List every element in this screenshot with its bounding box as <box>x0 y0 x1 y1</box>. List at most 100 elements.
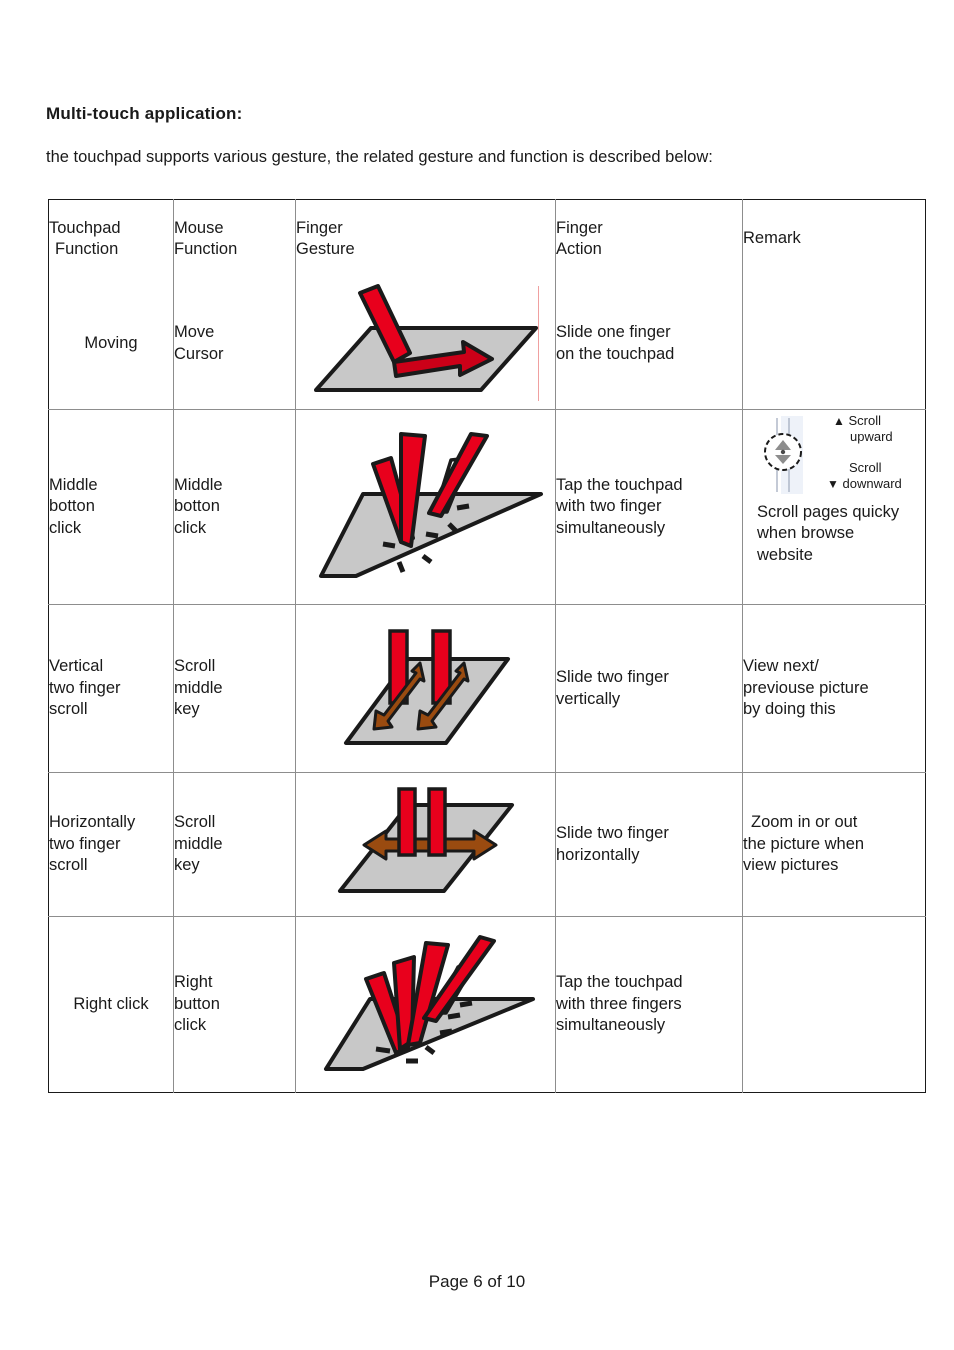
cell-touchpad-function: Right click <box>48 916 174 1093</box>
header-finger-action: Finger Action <box>555 199 743 278</box>
header-remark: Remark <box>743 229 801 248</box>
remark-line2: when browse <box>757 524 855 543</box>
page-footer: Page 6 of 10 <box>428 1272 526 1291</box>
finger-action-line3: simultaneously <box>556 518 666 537</box>
finger-action-line3: simultaneously <box>556 1016 666 1035</box>
cell-touchpad-function: Horizontally two finger scroll <box>48 772 174 917</box>
remark-line2: the picture when <box>743 834 865 853</box>
header-finger-gesture: Finger Gesture <box>295 199 556 278</box>
cell-remark: ▲ Scroll upward Scroll ▼ downward S <box>742 409 926 605</box>
header-mouse-function: Mouse Function <box>173 199 296 278</box>
triangle-up-icon: ▲ <box>833 414 845 428</box>
touchpad-function-line1: Vertical <box>49 657 104 676</box>
finger-action-line2: with three fingers <box>556 994 682 1013</box>
touchpad-function-line3: click <box>49 518 82 537</box>
touchpad-function-line2: botton <box>49 497 95 516</box>
cell-finger-action: Slide two finger vertically <box>555 604 743 773</box>
header-touchpad-function-line2: Function <box>55 240 119 258</box>
cell-remark: Zoom in or out the picture when view pic… <box>742 772 926 917</box>
cell-finger-gesture <box>295 278 556 410</box>
mouse-function-line2: Cursor <box>174 344 224 363</box>
remark-line3: website <box>757 545 813 564</box>
remark-line3: view pictures <box>743 856 839 875</box>
cell-finger-gesture <box>295 604 556 773</box>
mouse-function-line3: click <box>174 518 207 537</box>
cell-remark <box>743 917 926 1093</box>
finger-action-line2: with two finger <box>556 497 662 516</box>
finger-action-line1: Slide two finger <box>556 824 669 843</box>
mouse-function-line2: botton <box>174 497 220 516</box>
touchpad-function-line2: two finger <box>49 834 121 853</box>
page-title: Multi-touch application: <box>46 104 243 123</box>
mouse-function-line3: click <box>174 1016 207 1035</box>
cell-mouse-function: Move Cursor <box>173 278 296 410</box>
cell-mouse-function: Right button click <box>173 916 296 1093</box>
multitouch-gesture-table: Touchpad Function Mouse Function Finger … <box>48 199 926 1093</box>
mouse-function-line1: Scroll <box>174 813 216 832</box>
mouse-scroll-wheel-icon: ▲ Scroll upward Scroll ▼ downward <box>755 410 925 502</box>
cell-mouse-function: Scroll middle key <box>173 772 296 917</box>
finger-action-line1: Tap the touchpad <box>556 475 683 494</box>
two-finger-vertical-scroll-icon <box>328 615 523 755</box>
cell-remark <box>742 278 926 410</box>
mouse-function-line1: Right <box>174 973 213 992</box>
header-finger-action-line1: Finger <box>556 218 603 237</box>
touchpad-function-line3: scroll <box>49 856 88 875</box>
cell-finger-action: Slide two finger horizontally <box>555 772 743 917</box>
scroll-upward-label: ▲ Scroll upward <box>833 413 893 445</box>
mouse-function-line1: Middle <box>174 475 223 494</box>
three-finger-tap-icon <box>308 921 543 1081</box>
table-header-row: Touchpad Function Mouse Function Finger … <box>48 199 926 278</box>
cell-mouse-function: Scroll middle key <box>173 604 296 773</box>
two-finger-horizontal-scroll-icon <box>326 781 526 901</box>
mouse-function-line2: middle <box>174 834 223 853</box>
mouse-function-line2: middle <box>174 678 223 697</box>
cell-touchpad-function: Middle botton click <box>48 409 174 605</box>
header-mouse-function-line2: Function <box>174 240 238 258</box>
cell-mouse-function: Middle botton click <box>173 409 296 605</box>
mouse-function-line3: key <box>174 856 200 875</box>
header-mouse-function-line1: Mouse <box>174 218 224 237</box>
cell-remark: View next/ previouse picture by doing th… <box>742 604 926 773</box>
cell-finger-action: Slide one finger on the touchpad <box>555 278 743 410</box>
header-touchpad-function-line1: Touchpad <box>49 218 121 237</box>
finger-action-line2: vertically <box>556 689 621 708</box>
finger-action-line1: Tap the touchpad <box>556 973 683 992</box>
two-finger-tap-icon <box>301 416 551 591</box>
table-row: Moving Move Cursor <box>48 278 926 410</box>
cell-finger-action: Tap the touchpad with three fingers simu… <box>555 916 743 1093</box>
header-finger-gesture-line2: Gesture <box>296 240 355 258</box>
remark-text: Scroll pages quicky when browse website <box>755 502 925 566</box>
finger-action-line1: Slide two finger <box>556 668 669 687</box>
table-row: Vertical two finger scroll Scroll middle… <box>48 604 926 773</box>
intro-paragraph: the touchpad supports various gesture, t… <box>46 148 713 166</box>
touchpad-function-line1: Middle <box>49 475 98 494</box>
header-touchpad-function: Touchpad Function <box>48 199 174 278</box>
touchpad-function-line3: scroll <box>49 700 88 719</box>
table-row: Middle botton click Middle botton click <box>48 409 926 605</box>
cell-finger-gesture <box>295 772 556 917</box>
header-finger-gesture-line1: Finger <box>296 218 343 237</box>
remark-line1: Zoom in or out <box>751 813 858 832</box>
cell-finger-action: Tap the touchpad with two finger simulta… <box>555 409 743 605</box>
finger-action-line2: horizontally <box>556 845 640 864</box>
touchpad-function-line1: Horizontally <box>49 813 136 832</box>
mouse-function-line1: Scroll <box>174 657 216 676</box>
remark-line1: View next/ <box>743 657 819 676</box>
finger-action-line1: Slide one finger <box>556 323 671 342</box>
one-finger-slide-icon <box>306 280 546 400</box>
cell-finger-gesture <box>295 916 556 1093</box>
scroll-downward-label: Scroll ▼ downward <box>827 460 902 492</box>
mouse-function-line3: key <box>174 700 200 719</box>
cell-touchpad-function: Moving <box>48 278 174 410</box>
header-finger-action-line2: Action <box>556 240 602 258</box>
remark-line3: by doing this <box>743 700 836 719</box>
touchpad-function-line2: two finger <box>49 678 121 697</box>
cell-finger-gesture <box>295 409 556 605</box>
remark-line1: Scroll pages quicky <box>757 503 900 521</box>
cell-touchpad-function: Vertical two finger scroll <box>48 604 174 773</box>
table-row: Right click Right button click <box>48 916 926 1093</box>
vertical-accent-line <box>538 286 539 401</box>
mouse-function-line1: Move <box>174 323 215 342</box>
table-row: Horizontally two finger scroll Scroll mi… <box>48 772 926 917</box>
